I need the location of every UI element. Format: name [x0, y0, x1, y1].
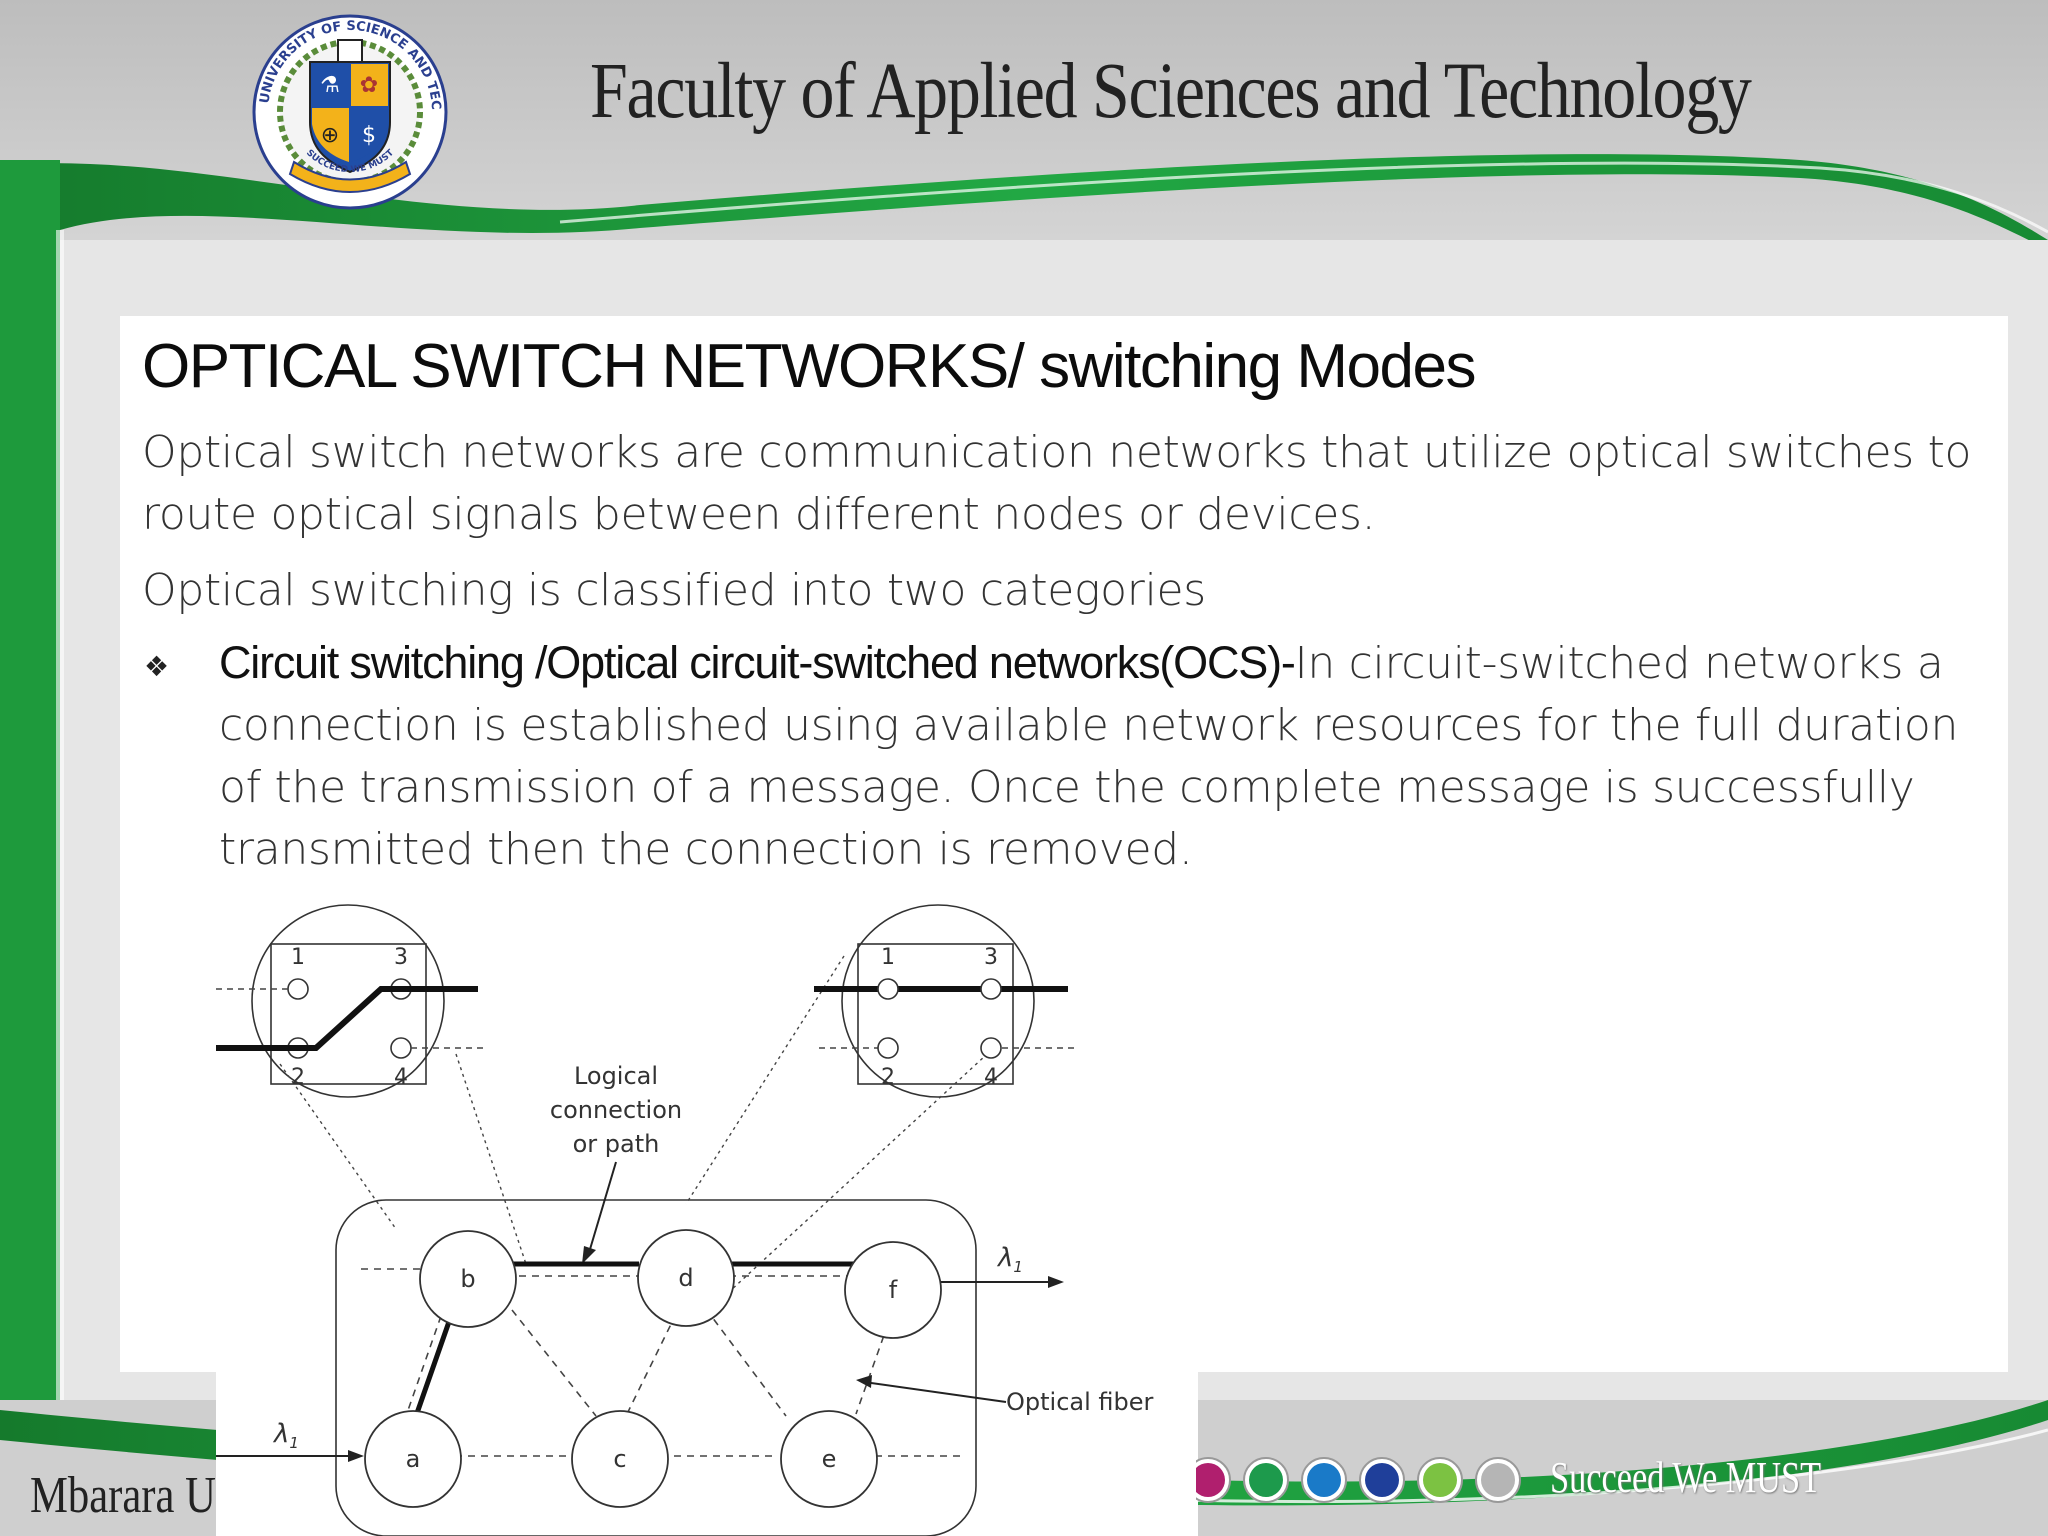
ocs-network-diagram: 1 3 2 4 1 3 2 4 Logical connection or pa… — [216, 904, 1198, 1536]
lambda-out-label: λ1 — [996, 1243, 1023, 1276]
footer-dots — [1196, 1457, 1521, 1503]
svg-text:⚗: ⚗ — [320, 73, 340, 98]
node-d — [637, 1229, 735, 1327]
logical-label-line2: connection — [550, 1096, 682, 1124]
svg-text:⊕: ⊕ — [321, 123, 339, 148]
logical-label-line3: or path — [573, 1130, 660, 1158]
svg-text:✿: ✿ — [360, 73, 378, 98]
node-d-label: d — [678, 1264, 693, 1292]
page-title: OPTICAL SWITCH NETWORKS/ switching Modes — [142, 332, 1476, 401]
left-port-4: 4 — [394, 1065, 408, 1090]
footer-dot-fill — [1423, 1463, 1457, 1497]
node-a-label: a — [406, 1445, 421, 1473]
node-c — [571, 1410, 669, 1508]
left-port-3: 3 — [394, 945, 408, 970]
node-c-label: c — [613, 1445, 626, 1473]
node-e — [780, 1410, 878, 1508]
bullet-heading: Circuit switching /Optical circuit-switc… — [219, 637, 1296, 688]
footer-dot-fill — [1365, 1463, 1399, 1497]
node-a — [364, 1410, 462, 1508]
node-e-label: e — [822, 1445, 837, 1473]
faculty-title: Faculty of Applied Sciences and Technolo… — [590, 48, 1752, 135]
classification-text: Optical switching is classified into two… — [142, 565, 1206, 616]
right-port-2: 2 — [881, 1065, 895, 1090]
optical-fiber-label: Optical fiber — [1006, 1388, 1154, 1416]
node-f-label: f — [889, 1276, 898, 1304]
node-b — [419, 1230, 517, 1328]
intro-paragraph: Optical switch networks are communicatio… — [142, 427, 1972, 540]
node-b-label: b — [460, 1265, 475, 1293]
node-f — [844, 1241, 942, 1339]
right-port-3: 3 — [984, 945, 998, 970]
footer-dot-fill — [1196, 1463, 1225, 1497]
right-port-4: 4 — [984, 1065, 998, 1090]
bullet-marker-icon: ❖ — [144, 650, 170, 683]
left-port-2: 2 — [291, 1065, 305, 1090]
svg-text:$: $ — [362, 123, 376, 148]
left-port-1: 1 — [291, 945, 305, 970]
bullet-item: Circuit switching /Optical circuit-switc… — [219, 632, 1999, 872]
right-port-1: 1 — [881, 945, 895, 970]
footer-dot-fill — [1481, 1463, 1515, 1497]
footer-dot-fill — [1307, 1463, 1341, 1497]
footer-tagline: Succeed We MUST — [1550, 1453, 1822, 1502]
lambda-in-label: λ1 — [272, 1419, 299, 1452]
footer-university-text: Mbarara U — [30, 1467, 216, 1524]
footer-dot-fill — [1249, 1463, 1283, 1497]
university-logo: MBARARA UNIVERSITY OF SCIENCE AND TECHNO… — [238, 12, 448, 210]
logical-label-line1: Logical — [574, 1062, 658, 1090]
bullet-text: In circuit-switched networks a connectio… — [219, 638, 1959, 872]
